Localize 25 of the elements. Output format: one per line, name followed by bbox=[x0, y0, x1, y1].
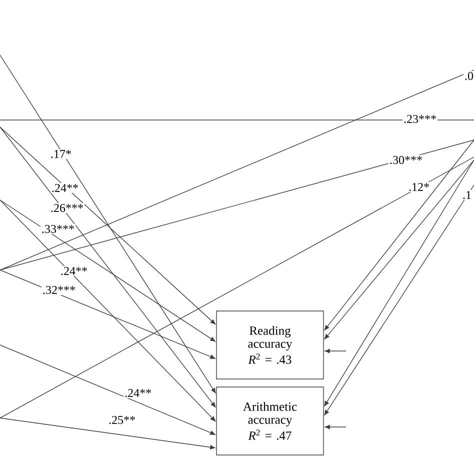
edge-label: .17* bbox=[50, 148, 72, 160]
edge-label: .26*** bbox=[50, 202, 84, 214]
arrow bbox=[0, 344, 216, 435]
arrow bbox=[0, 418, 216, 450]
path-coefficient: .0 bbox=[464, 70, 474, 82]
variable-box: Arithmetic accuracy R$^{2}$ = .47 bbox=[216, 386, 324, 456]
arrow bbox=[0, 200, 216, 422]
edge-label: .33*** bbox=[40, 224, 76, 234]
arrow bbox=[0, 200, 216, 342]
edge-label: .24** bbox=[50, 182, 80, 194]
arrow bbox=[324, 424, 346, 430]
arrow bbox=[0, 54, 216, 394]
arrow bbox=[324, 348, 346, 354]
edge-label: .32*** bbox=[42, 284, 76, 296]
arrow bbox=[0, 270, 216, 359]
variable-box: Reading accuracy R$^{2}$ = .43 bbox=[216, 310, 324, 380]
path-coefficient: .12* bbox=[408, 182, 430, 192]
arrow bbox=[0, 126, 216, 408]
edge-label: .24** bbox=[60, 266, 88, 276]
arrow bbox=[0, 126, 216, 324]
path-coefficient: .30*** bbox=[388, 154, 424, 166]
edge-label: .1 bbox=[462, 190, 472, 200]
edge-label: .25** bbox=[108, 414, 136, 426]
edge-label: .24** bbox=[124, 388, 152, 398]
path-coefficient: .23*** bbox=[402, 114, 438, 124]
